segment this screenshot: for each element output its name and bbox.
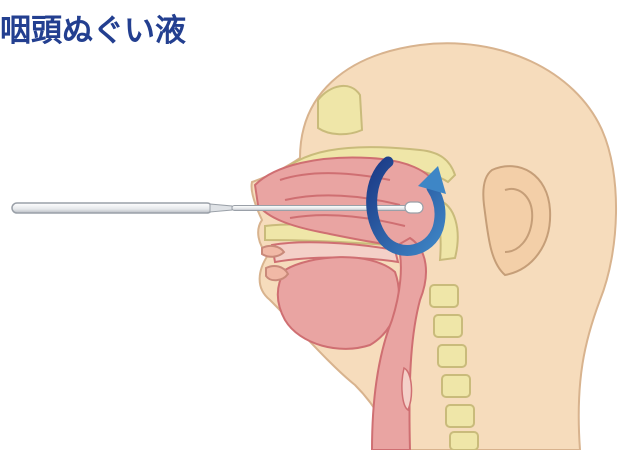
tongue xyxy=(278,257,399,349)
oral-cavity xyxy=(272,242,399,349)
